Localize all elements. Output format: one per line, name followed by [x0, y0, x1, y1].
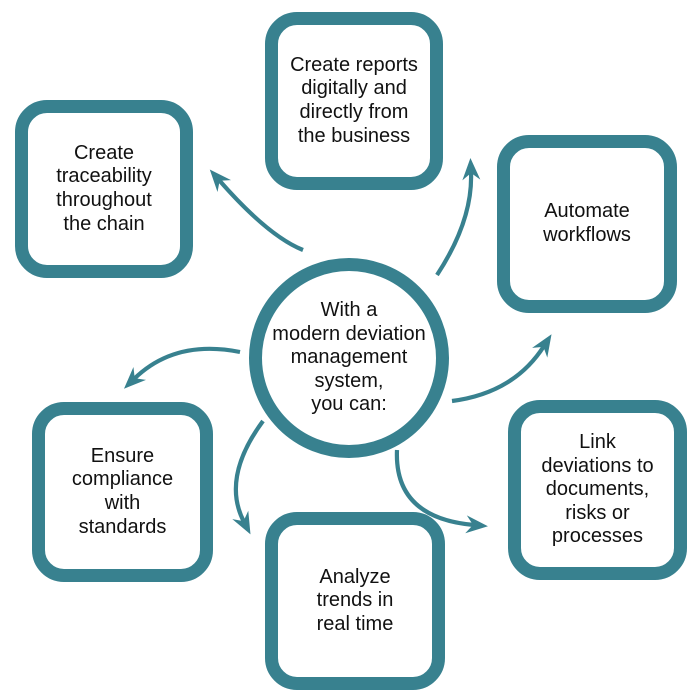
node-link-deviations-label: Link deviations to documents, risks or p…: [541, 431, 654, 548]
arrow-center-to-link-deviations: [394, 449, 488, 534]
node-ensure-compliance: Ensure compliance with standards: [32, 402, 213, 582]
center-circle: With a modern deviation management syste…: [249, 258, 449, 458]
node-analyze-trends-label: Analyze trends in real time: [316, 565, 394, 635]
arrow-center-to-create-traceability: [209, 169, 304, 252]
node-analyze-trends: Analyze trends in real time: [265, 512, 445, 690]
node-create-traceability-label: Create traceability throughout the chain: [56, 141, 152, 235]
node-automate-workflows: Automate workflows: [497, 135, 677, 313]
node-create-traceability: Create traceability throughout the chain: [15, 100, 193, 278]
arrow-center-to-analyze-trends: [232, 419, 265, 535]
node-link-deviations: Link deviations to documents, risks or p…: [508, 400, 687, 580]
node-create-reports: Create reports digitally and directly fr…: [265, 12, 443, 190]
center-circle-label: With a modern deviation management syste…: [272, 299, 426, 416]
node-automate-workflows-label: Automate workflows: [543, 200, 631, 246]
node-create-reports-label: Create reports digitally and directly fr…: [290, 53, 418, 147]
arrow-center-to-create-reports: [435, 158, 481, 277]
arrow-center-to-ensure-compliance: [123, 346, 241, 389]
arrow-center-to-automate-workflows: [451, 334, 552, 404]
node-ensure-compliance-label: Ensure compliance with standards: [71, 444, 174, 538]
